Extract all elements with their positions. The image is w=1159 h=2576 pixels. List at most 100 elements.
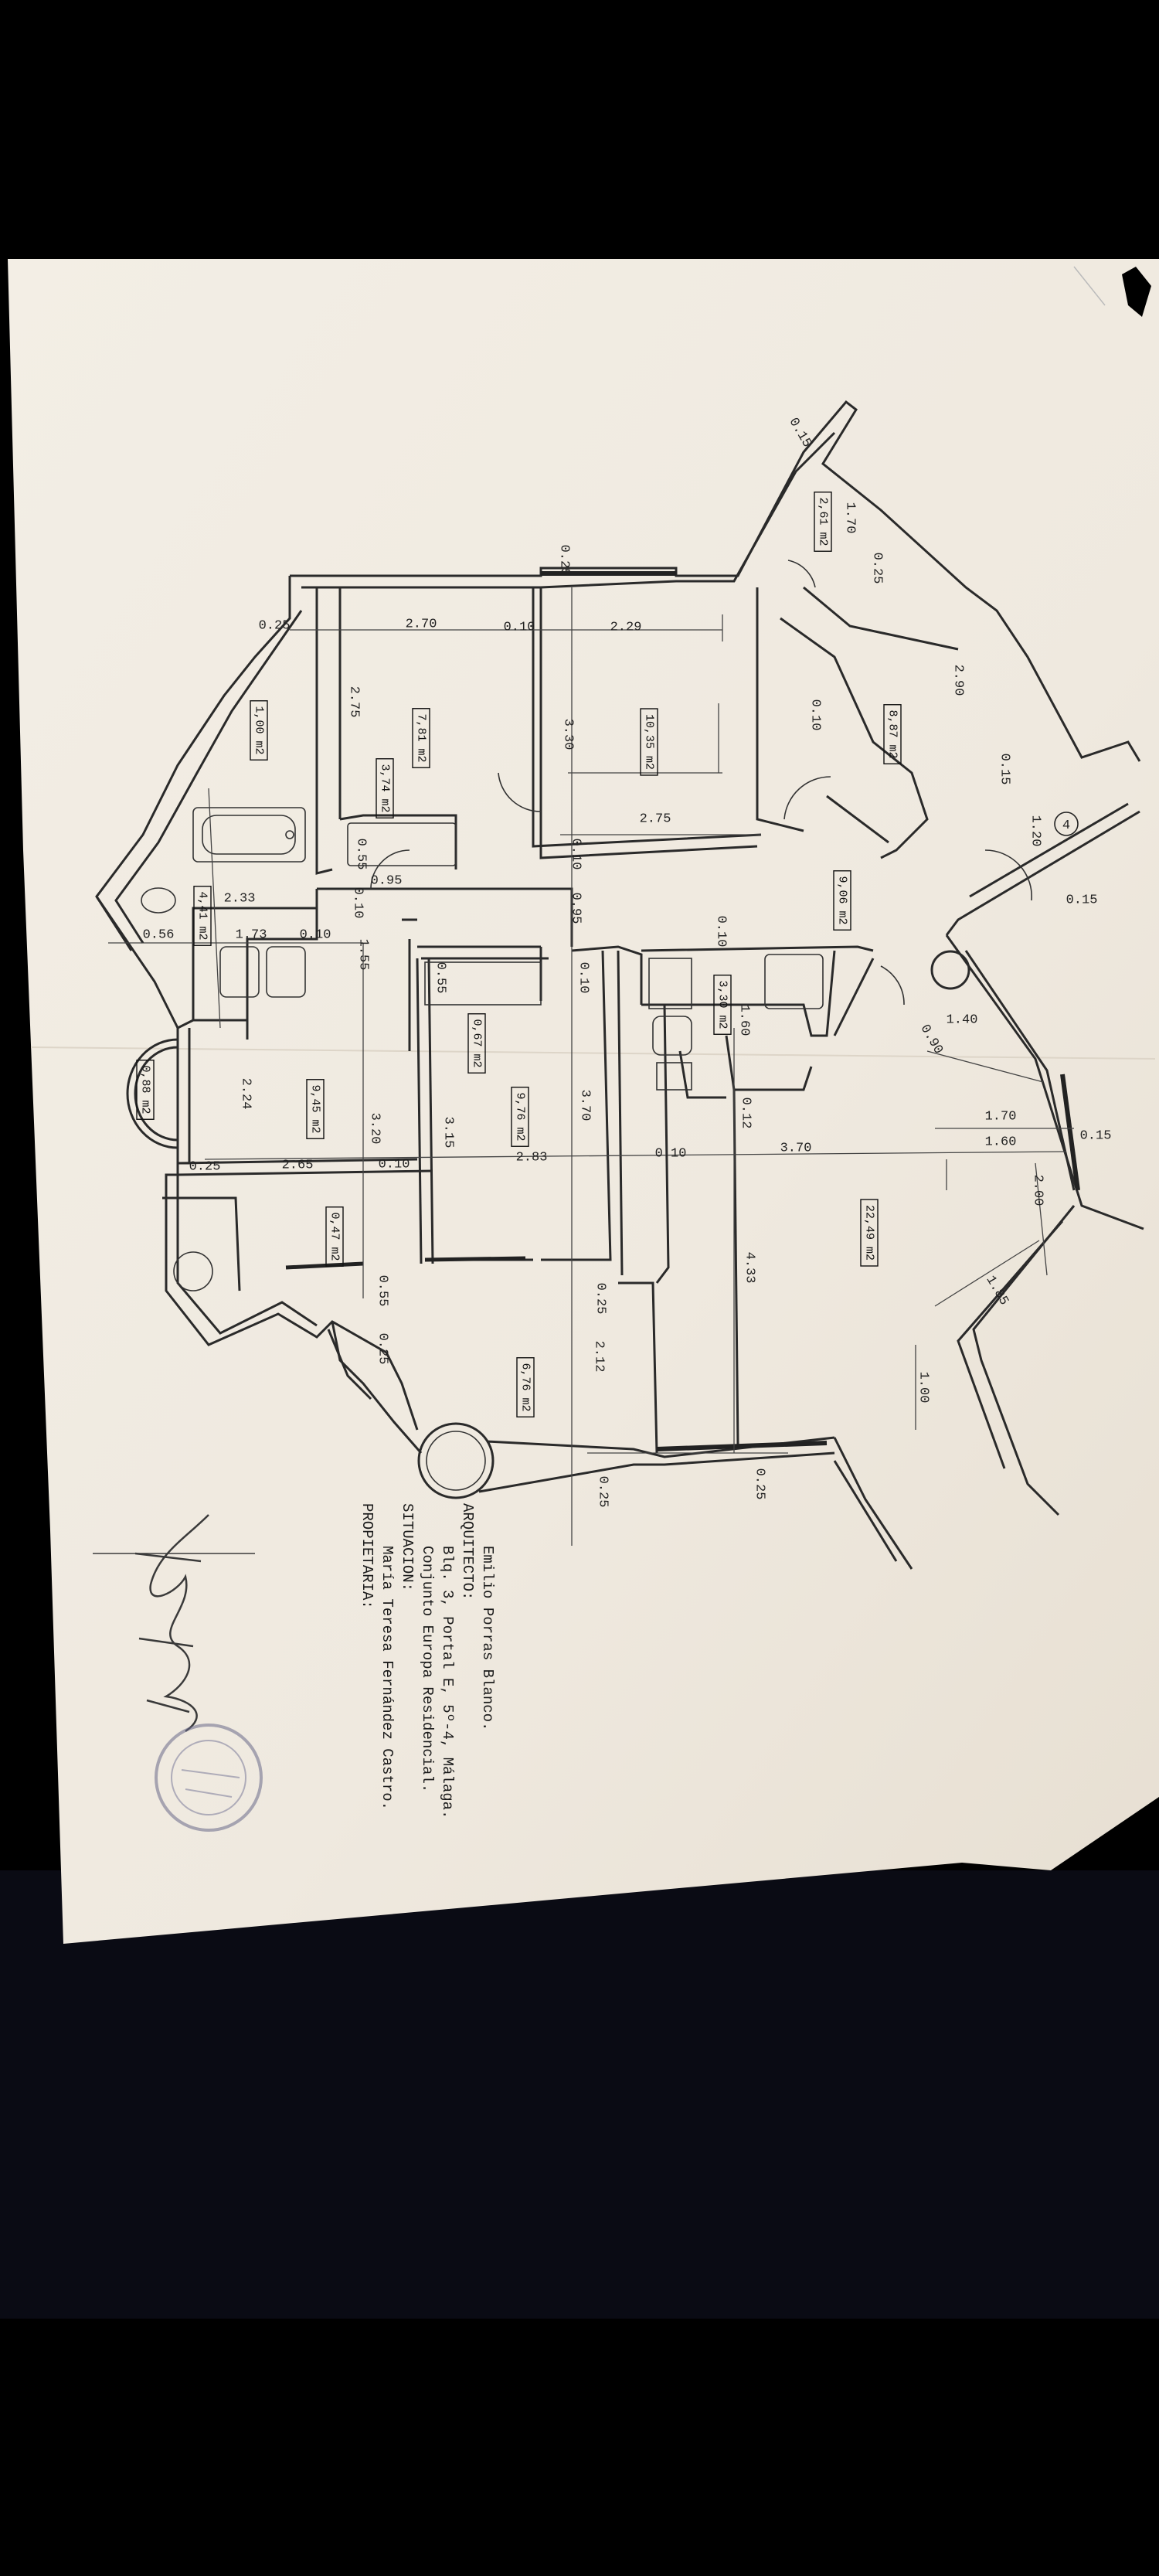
architect-heading: ARQUITECTO:	[459, 1503, 476, 1600]
dimension-label-text: 1.55	[356, 939, 371, 971]
dimension-label-text: 1.20	[1028, 815, 1043, 847]
area-box	[306, 1079, 325, 1139]
dimension-label-d52: 2.12	[592, 1341, 607, 1373]
location-line-2: Blq. 3, Portal E, 5º-4, Málaga.	[439, 1546, 456, 1819]
dimension-label-text: 0.25	[753, 1468, 767, 1500]
door-swing	[787, 560, 816, 588]
dimension-label-d27: 0.56	[143, 928, 175, 943]
dimension-label-text: 1.70	[843, 502, 858, 534]
dimension-label-d44: 1.60	[985, 1135, 1017, 1150]
room-area-label-text: 6,76 m2	[519, 1363, 532, 1411]
dimension-label-d33: 0.12	[739, 1097, 753, 1129]
dimension-label-text: 2.33	[224, 892, 256, 907]
dimension-label-d26: 1.55	[356, 939, 371, 971]
toilet-icon	[219, 946, 260, 998]
dimension-label-text: 0.25	[596, 1476, 610, 1508]
dimension-label-text: 1.00	[916, 1372, 931, 1404]
area-box	[193, 886, 212, 946]
dimension-label-d22: 2.33	[224, 892, 256, 907]
dimension-label-text: 0.12	[739, 1097, 753, 1129]
dimension-label-d17: 2.75	[640, 812, 671, 827]
area-box	[467, 1013, 486, 1074]
room-area-label-text: 7,81 m2	[415, 713, 428, 762]
dimension-label-text: 2.00	[1031, 1175, 1045, 1206]
dimension-label-d29: 0.10	[576, 962, 591, 994]
room-area-label-a15: 0,47 m2	[325, 1206, 344, 1267]
area-box	[833, 870, 851, 931]
bathtub-icon	[192, 807, 306, 863]
room-area-label-text: 0,67 m2	[471, 1019, 484, 1067]
room-area-label-a9: 3,30 m2	[713, 975, 732, 1035]
dimension-label-text: 0.25	[376, 1333, 390, 1365]
dimension-label-text: 0.15	[998, 754, 1012, 785]
dimension-label-text: 2.12	[592, 1341, 607, 1373]
dimension-label-text: 1.60	[985, 1135, 1017, 1150]
dimension-label-d51: 0.25	[593, 1283, 608, 1315]
location-line-1: Conjunto Europa Residencial.	[419, 1546, 436, 1792]
dimension-label-text: 0.10	[714, 916, 729, 948]
dimension-label-d13: 2.70	[406, 618, 437, 632]
room-area-label-a5: 1,00 m2	[250, 700, 268, 761]
fixtures	[141, 560, 1080, 1451]
area-box	[376, 758, 394, 818]
dimension-label-text: 2.75	[347, 686, 362, 718]
dimension-label-text: 1.70	[985, 1110, 1017, 1125]
dimension-label-d6: 0.15	[998, 754, 1012, 785]
dimension-label-text: 0.15	[1066, 893, 1098, 908]
dimension-label-d46: 2.00	[1031, 1175, 1045, 1206]
owner-heading: PROPIETARIA:	[359, 1503, 376, 1609]
area-box	[814, 492, 832, 552]
room-area-label-a3: 10,35 m2	[640, 708, 658, 776]
area-box	[250, 700, 268, 761]
dimension-label-d43: 1.70	[985, 1110, 1017, 1125]
dimension-label-text: 1.60	[737, 1005, 752, 1036]
dimension-label-d31: 1.60	[737, 1005, 752, 1036]
dimension-label-d50: 0.25	[376, 1333, 390, 1365]
room-area-label-a13: 9,76 m2	[511, 1087, 529, 1147]
dimension-label-text: 0.25	[189, 1160, 221, 1175]
room-area-label-text: 1,00 m2	[253, 706, 266, 754]
paper-crease	[1073, 266, 1106, 306]
dimension-label-d36: 3.15	[441, 1117, 456, 1148]
door-swing	[498, 772, 542, 812]
area-box	[640, 708, 658, 776]
dimension-label-text: 2.24	[239, 1078, 253, 1110]
area-box	[860, 1199, 879, 1267]
room-area-label-text: 3,74 m2	[379, 764, 392, 812]
room-area-label-text: 4,41 m2	[196, 891, 209, 940]
dimension-label-text: 0.25	[593, 1283, 608, 1315]
dimension-label-d55: 0.25	[753, 1468, 767, 1500]
dimension-label-text: 0.10	[351, 887, 365, 919]
wardrobe-icon	[424, 961, 542, 1006]
dimension-label-text: 1.40	[947, 1013, 978, 1028]
dimension-label-text: 2.29	[610, 621, 642, 635]
washbasin-icon	[652, 1016, 692, 1056]
dimension-label-text: 1.73	[236, 928, 267, 943]
dimension-label-text: 0.10	[300, 928, 331, 943]
interior-walls	[177, 586, 959, 1454]
signature	[93, 1514, 255, 1733]
area-box	[412, 708, 430, 768]
dimension-label-text: 0.10	[808, 699, 823, 731]
door-swing	[783, 776, 831, 820]
owner-name: María Teresa Fernández Castro.	[379, 1546, 396, 1810]
room-area-label-a14: 22,49 m2	[860, 1199, 879, 1267]
room-area-label-a11: 0,88 m2	[136, 1060, 155, 1120]
title-block: PROPIETARIA: María Teresa Fernández Cast…	[359, 1503, 496, 1819]
dimension-label-text: 0.25	[259, 619, 291, 634]
room-area-label-a8: 9,06 m2	[833, 870, 851, 931]
dimension-label-d16: 3.30	[561, 719, 576, 750]
location-heading: SITUACION:	[399, 1503, 416, 1591]
dimension-label-d49: 0.55	[376, 1275, 390, 1307]
dimension-label-text: 2.70	[406, 618, 437, 632]
dimension-label-text: 3.70	[578, 1090, 593, 1121]
room-area-label-a4: 7,81 m2	[412, 708, 430, 768]
dimension-label-d32: 3.70	[578, 1090, 593, 1121]
door-swing	[880, 965, 905, 1006]
dimension-label-d25: 0.10	[300, 928, 331, 943]
area-box	[511, 1087, 529, 1147]
section-marker: 4	[1054, 812, 1079, 836]
room-area-label-text: 2,61 m2	[817, 497, 830, 546]
